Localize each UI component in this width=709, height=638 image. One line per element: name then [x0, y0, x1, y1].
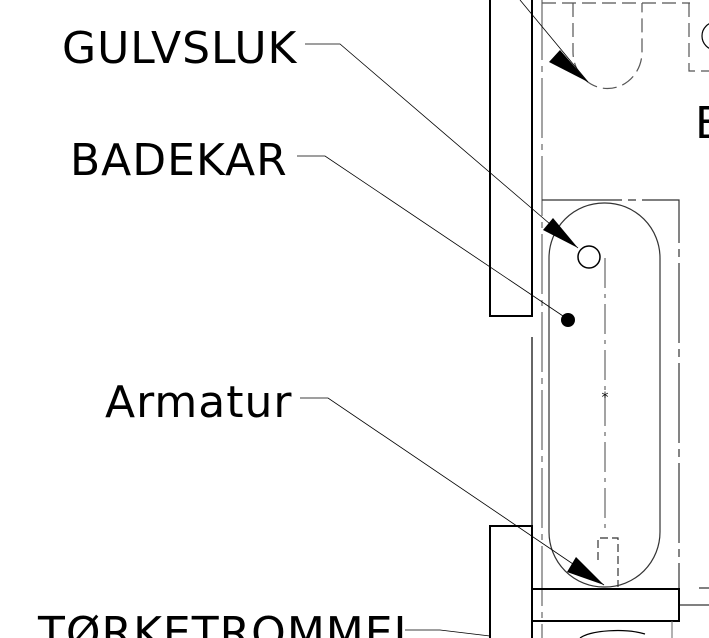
label-gulvsluk: GULVSLUK [62, 23, 298, 74]
room-letter: B [695, 98, 709, 149]
label-armatur: Armatur [105, 377, 292, 428]
label-torketrommel: TØRKETROMMEL [37, 608, 419, 638]
fixture-circle [701, 23, 709, 49]
bathtub-point-icon [561, 313, 575, 327]
toilet-outline [542, 2, 709, 90]
arrow-icon [543, 218, 578, 248]
wall [489, 0, 533, 638]
floor-drain-icon [577, 245, 601, 269]
bathtub [542, 199, 680, 588]
leader-lines [297, 0, 605, 637]
label-badekar: BADEKAR [70, 135, 288, 186]
arrow-icon [549, 50, 588, 82]
arrowheads [543, 50, 604, 585]
arrow-icon [567, 557, 604, 585]
center-mark-icon: * [602, 390, 609, 406]
counter [531, 587, 709, 638]
